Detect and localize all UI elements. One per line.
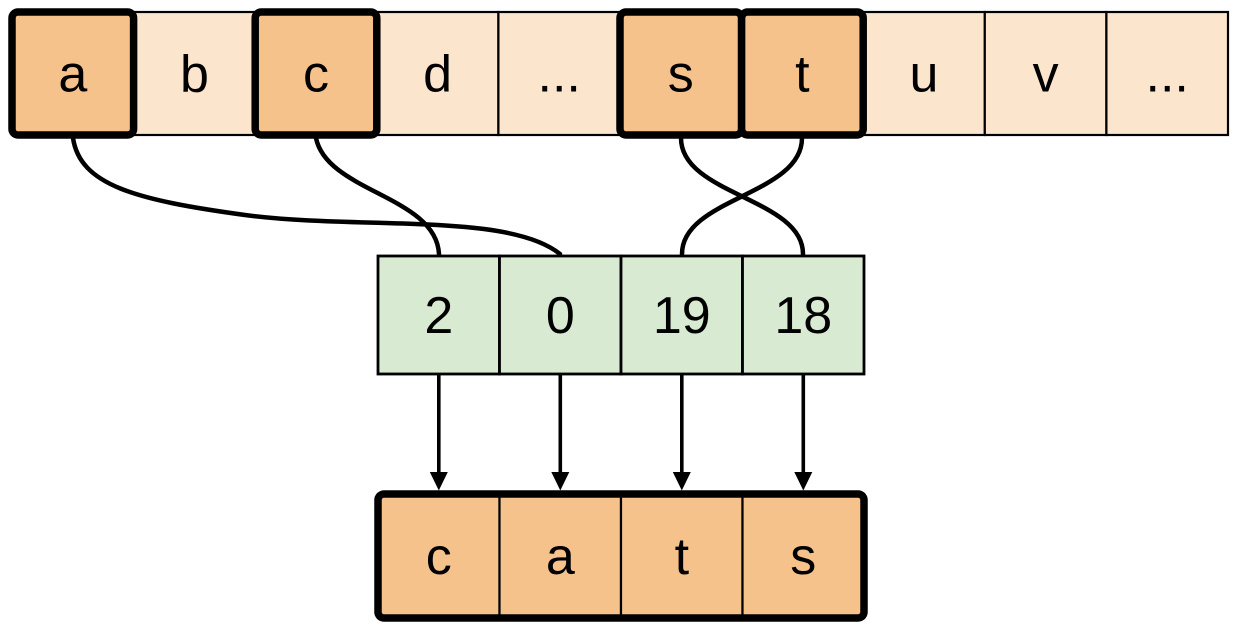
index-cell-label: 2 (424, 287, 453, 345)
alphabet-cell-ellipsis-1 (497, 10, 622, 137)
arrow-head-col-1 (429, 472, 448, 491)
output-word-row: c a t s (374, 490, 868, 622)
index-cell (741, 254, 866, 376)
alphabet-cell-ellipsis-2 (1105, 10, 1230, 137)
alphabet-cell-label: u (910, 46, 939, 104)
alphabet-cell-label: a (58, 46, 87, 104)
output-cell-label: c (426, 528, 452, 586)
alphabet-cell-label: v (1033, 46, 1059, 104)
alphabet-cell-t-highlighted (737, 8, 867, 139)
alphabet-cell-label: ... (538, 46, 581, 104)
output-cell-label: t (675, 528, 690, 586)
alphabet-row: a b c d ... s t u v ... (8, 8, 1230, 139)
alphabet-cell-d (375, 10, 500, 137)
alphabet-cell-v (983, 10, 1108, 137)
output-row-outline (374, 490, 868, 622)
alphabet-cell-label: t (795, 46, 810, 104)
curve-t-to-19 (679, 135, 805, 257)
alphabet-cell-label: ... (1146, 46, 1189, 104)
index-cell-label: 0 (546, 287, 575, 345)
index-cell (619, 254, 744, 376)
alphabet-cell-label: b (180, 46, 209, 104)
alphabet-cell-label: d (423, 46, 452, 104)
alphabet-cell-b (132, 10, 257, 137)
index-cell (376, 254, 501, 376)
alphabet-cell-a-highlighted (8, 8, 138, 139)
alphabet-cell-label: s (668, 46, 694, 104)
alphabet-cell-label: c (303, 46, 329, 104)
arrow-head-col-4 (794, 472, 813, 491)
arrow-head-col-3 (672, 472, 691, 491)
index-to-output-arrows (429, 375, 813, 491)
output-cell-label: a (546, 528, 575, 586)
arrow-head-col-2 (551, 472, 570, 491)
alphabet-cell-c-highlighted (251, 8, 381, 139)
index-cell-label: 19 (653, 287, 711, 345)
index-cell-label: 18 (774, 287, 832, 345)
index-row: 2 0 19 18 (376, 254, 866, 376)
curve-c-to-2 (313, 135, 442, 257)
curve-a-to-0 (70, 135, 563, 257)
output-cell-label: s (790, 528, 816, 586)
mapping-curves (70, 135, 806, 257)
